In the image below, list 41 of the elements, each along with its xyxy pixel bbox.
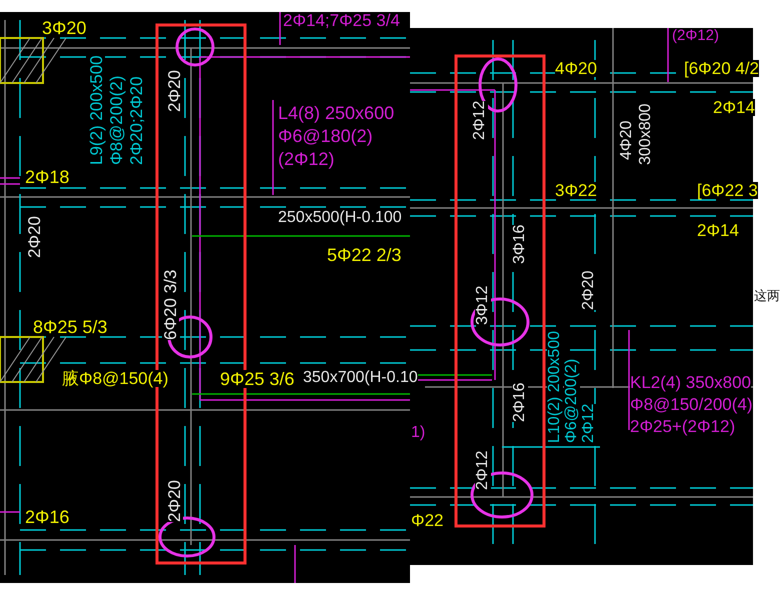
rebar-annotation: 350x700(H-0.10 [303,370,418,386]
rebar-annotation: Φ6@200(2) [564,358,580,443]
rebar-annotation: 5Φ22 2/3 [327,246,402,264]
rebar-annotation: [6Φ22 3 [697,182,758,199]
rebar-annotation: L9(2) 200x500 [88,55,105,165]
rebar-annotation: 9Φ25 3/6 [220,370,294,388]
rebar-annotation: Φ8@150/200(4) [630,396,753,413]
rebar-annotation: 2Φ20;2Φ20 [128,76,145,165]
rebar-annotation: 2Φ14;7Φ25 3/4 [283,12,400,29]
rebar-annotation: 2Φ12 [475,450,491,490]
rebar-annotation: 2Φ12 [472,100,488,140]
rebar-annotation: Φ8@200(2) [108,76,125,165]
rebar-annotation: 这两 [754,289,780,302]
rebar-annotation: 2Φ20 [166,70,183,112]
rebar-annotation: Φ6@180(2) [278,127,373,145]
rebar-annotation: 1) [411,425,426,441]
rebar-annotation: 2Φ20 [166,480,183,522]
rebar-annotation: 4Φ20 [555,60,597,77]
rebar-annotation: 2Φ16 [512,382,528,422]
rebar-annotation: 3Φ20 [42,19,86,37]
rebar-annotation: (2Φ12) [672,28,719,43]
rebar-annotation: 2Φ20 [26,216,43,258]
rebar-annotation: (2Φ12) [278,150,334,168]
rebar-annotation: 3Φ22 [555,182,597,199]
rebar-annotation: 2Φ16 [25,508,70,526]
rebar-annotation: [6Φ20 4/2 [684,60,760,77]
rebar-annotation: L10(2) 200x500 [547,330,563,443]
rebar-annotation: 8Φ25 5/3 [33,318,108,336]
rebar-annotation: 6Φ20 3/3 [162,270,179,340]
rebar-annotation: KL2(4) 350x800 [630,374,751,391]
rebar-annotation: 腋Φ8@150(4) [62,370,168,387]
rebar-annotation: 2Φ14 [697,222,739,239]
rebar-annotation: 2Φ18 [25,168,70,186]
rebar-annotation: Φ22 [411,512,444,529]
rebar-annotation: 2Φ14 [713,99,755,116]
rebar-annotation: 2Φ25+(2Φ12) [630,418,736,435]
rebar-annotation: 3Φ12 [475,286,491,325]
rebar-annotation: 2Φ20 [581,270,597,310]
rebar-annotation: 250x500(H-0.100 [278,210,402,226]
rebar-annotation: L4(8) 250x600 [278,104,394,122]
rebar-annotation: 2Φ12 [581,404,597,443]
